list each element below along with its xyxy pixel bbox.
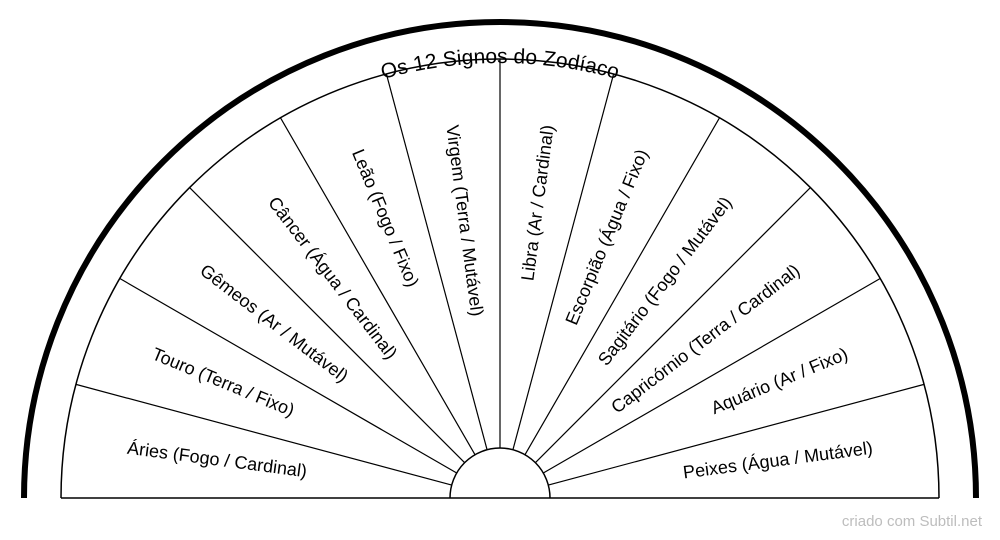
sign-label: Libra (Ar / Cardinal) [517,124,557,282]
sign-label: Peixes (Água / Mutável) [682,438,874,483]
sector-divider [385,73,488,450]
sector-divider [542,277,881,474]
sector-divider [75,383,452,486]
sector-divider [548,383,925,486]
center-hub [449,447,551,499]
sign-label: Touro (Terra / Fixo) [149,344,297,421]
sector-dividers [75,59,925,486]
sector-divider [524,117,721,456]
sector-divider [189,187,466,464]
sector-divider [119,277,458,474]
credit-text: criado com Subtil.net [841,513,982,530]
sign-label: Áries (Fogo / Cardinal) [126,438,308,481]
sign-label: Aquário (Ar / Fixo) [708,344,851,418]
sector-divider [279,117,476,456]
sign-label: Virgem (Terra / Mutável) [442,124,487,318]
sector-divider [512,73,615,450]
outer-ring [21,19,979,499]
sector-divider [534,187,811,464]
